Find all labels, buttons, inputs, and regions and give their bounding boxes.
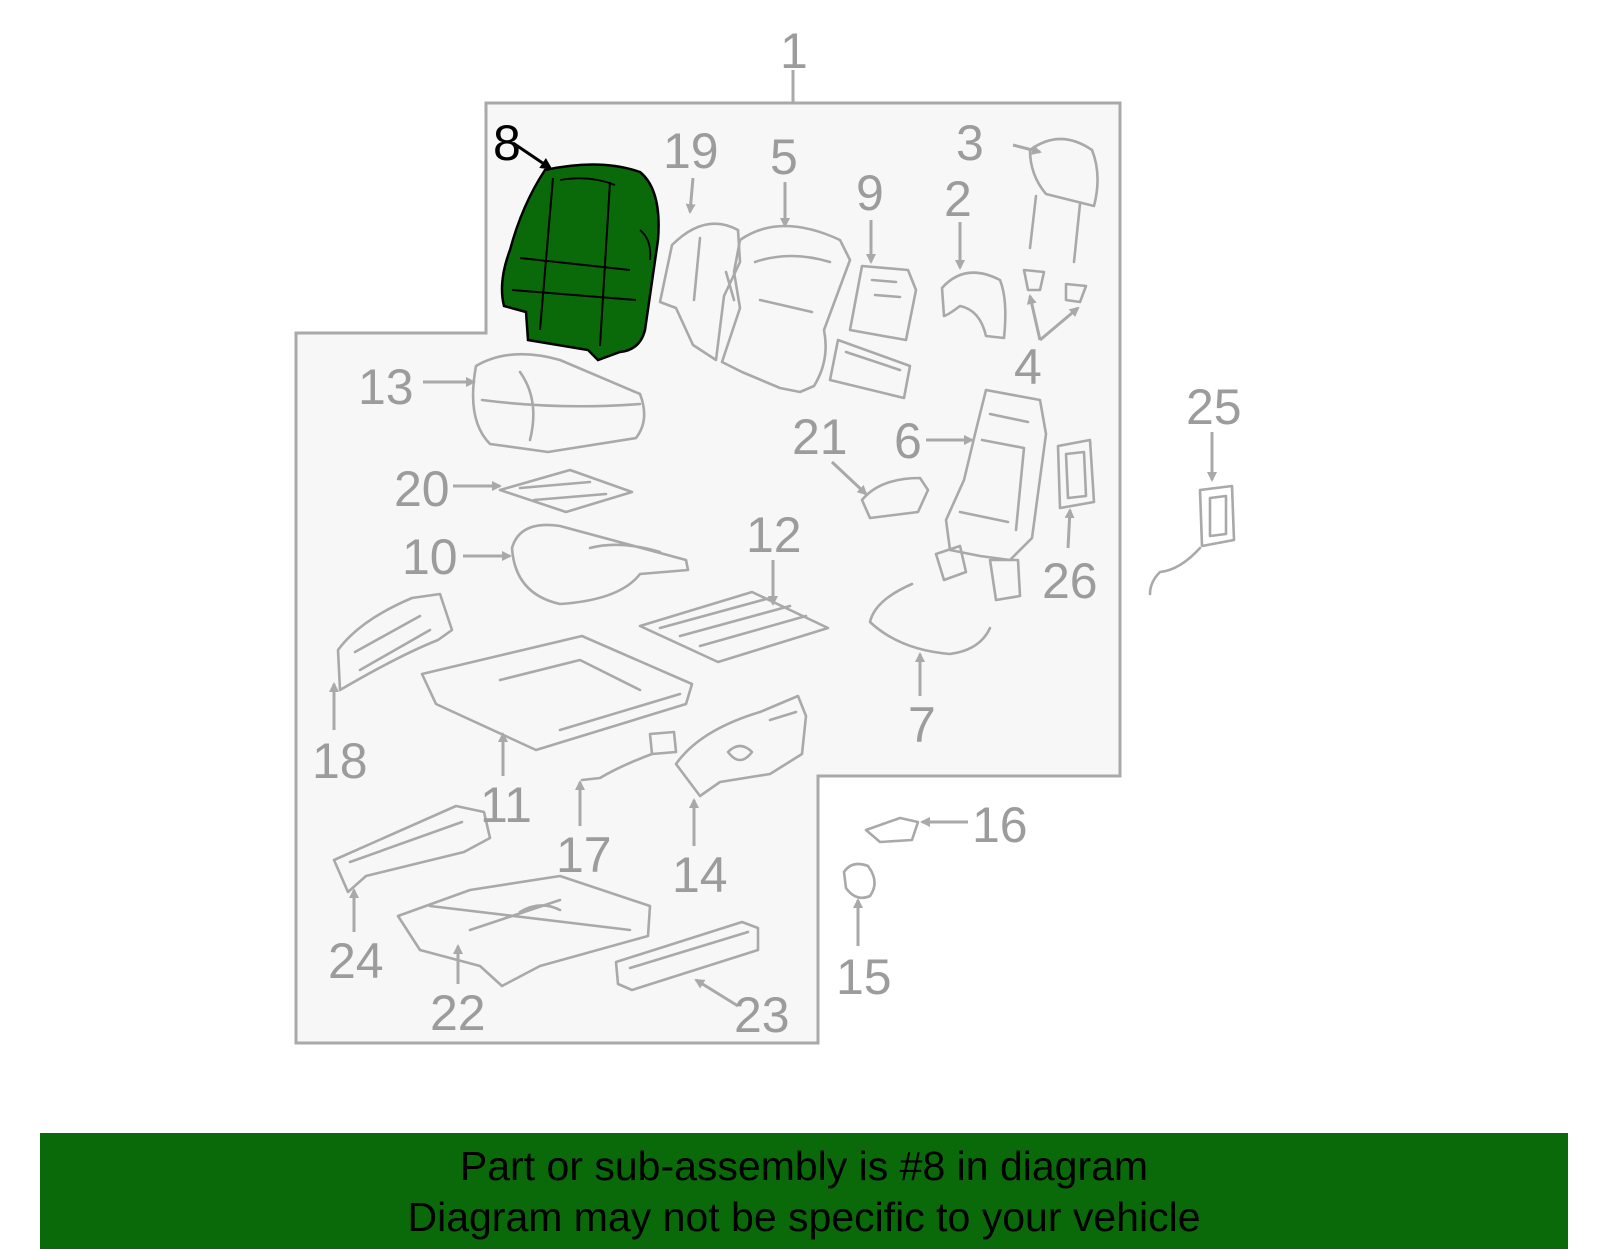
- label-10: 10: [402, 529, 458, 585]
- label-19: 19: [663, 123, 719, 179]
- label-21: 21: [792, 409, 848, 465]
- label-17: 17: [556, 827, 612, 883]
- label-18: 18: [312, 733, 368, 789]
- part-2-headrest-guide[interactable]: [940, 271, 1007, 340]
- part-9-pocket[interactable]: [848, 264, 918, 342]
- part-12-spring-mat[interactable]: [638, 590, 830, 664]
- label-16: 16: [972, 797, 1028, 853]
- part-7-wire[interactable]: [868, 582, 992, 656]
- part-23-track-trim[interactable]: [614, 920, 760, 992]
- part-4-headrest-guides[interactable]: [1022, 268, 1088, 304]
- part-5-back-panel[interactable]: [720, 224, 852, 394]
- part-21-cover[interactable]: [860, 476, 930, 520]
- label-4: 4: [1014, 339, 1042, 395]
- label-2: 2: [944, 171, 972, 227]
- part-9-lower-trim[interactable]: [828, 338, 912, 400]
- part-6-back-frame[interactable]: [944, 388, 1048, 562]
- leader-arrows: [329, 141, 1217, 1008]
- label-25: 25: [1186, 379, 1242, 435]
- label-6: 6: [894, 413, 922, 469]
- part-14-side-trim[interactable]: [674, 694, 808, 798]
- label-14: 14: [672, 847, 728, 903]
- part-3-headrest[interactable]: [1028, 137, 1099, 264]
- label-5: 5: [770, 129, 798, 185]
- label-7: 7: [908, 697, 936, 753]
- label-20: 20: [394, 461, 450, 517]
- part-20-heater[interactable]: [498, 468, 634, 514]
- label-11: 11: [480, 777, 532, 833]
- assembly-boundary: [294, 101, 1122, 1045]
- info-banner: Part or sub-assembly is #8 in diagram Di…: [40, 1133, 1568, 1249]
- part-13-cushion-cover[interactable]: [471, 352, 646, 454]
- label-15: 15: [836, 949, 892, 1005]
- label-9: 9: [856, 165, 884, 221]
- part-15-cap[interactable]: [842, 862, 876, 900]
- label-23: 23: [734, 987, 790, 1043]
- label-3: 3: [956, 115, 984, 171]
- part-11-cushion-frame[interactable]: [420, 634, 694, 752]
- part-8-seat-back-cover[interactable]: [500, 163, 660, 362]
- label-8: 8: [493, 115, 521, 171]
- banner-line-2: Diagram may not be specific to your vehi…: [407, 1194, 1201, 1240]
- part-17-harness[interactable]: [580, 730, 678, 782]
- label-22: 22: [430, 985, 486, 1041]
- label-13: 13: [358, 359, 414, 415]
- label-24: 24: [328, 933, 384, 989]
- part-25-airbag[interactable]: [1148, 484, 1236, 596]
- part-6-recliner[interactable]: [934, 544, 1022, 602]
- banner-line-1: Part or sub-assembly is #8 in diagram: [459, 1143, 1149, 1189]
- part-26-airbag-cover[interactable]: [1056, 438, 1096, 510]
- part-19-back-pad[interactable]: [658, 222, 742, 362]
- part-22-adjuster[interactable]: [396, 874, 652, 988]
- part-18-side-shield[interactable]: [336, 592, 454, 692]
- label-1: 1: [780, 23, 808, 79]
- part-16-cover[interactable]: [864, 816, 920, 844]
- part-10-cushion-pad[interactable]: [510, 523, 690, 606]
- label-12: 12: [746, 507, 802, 563]
- label-26: 26: [1042, 553, 1098, 609]
